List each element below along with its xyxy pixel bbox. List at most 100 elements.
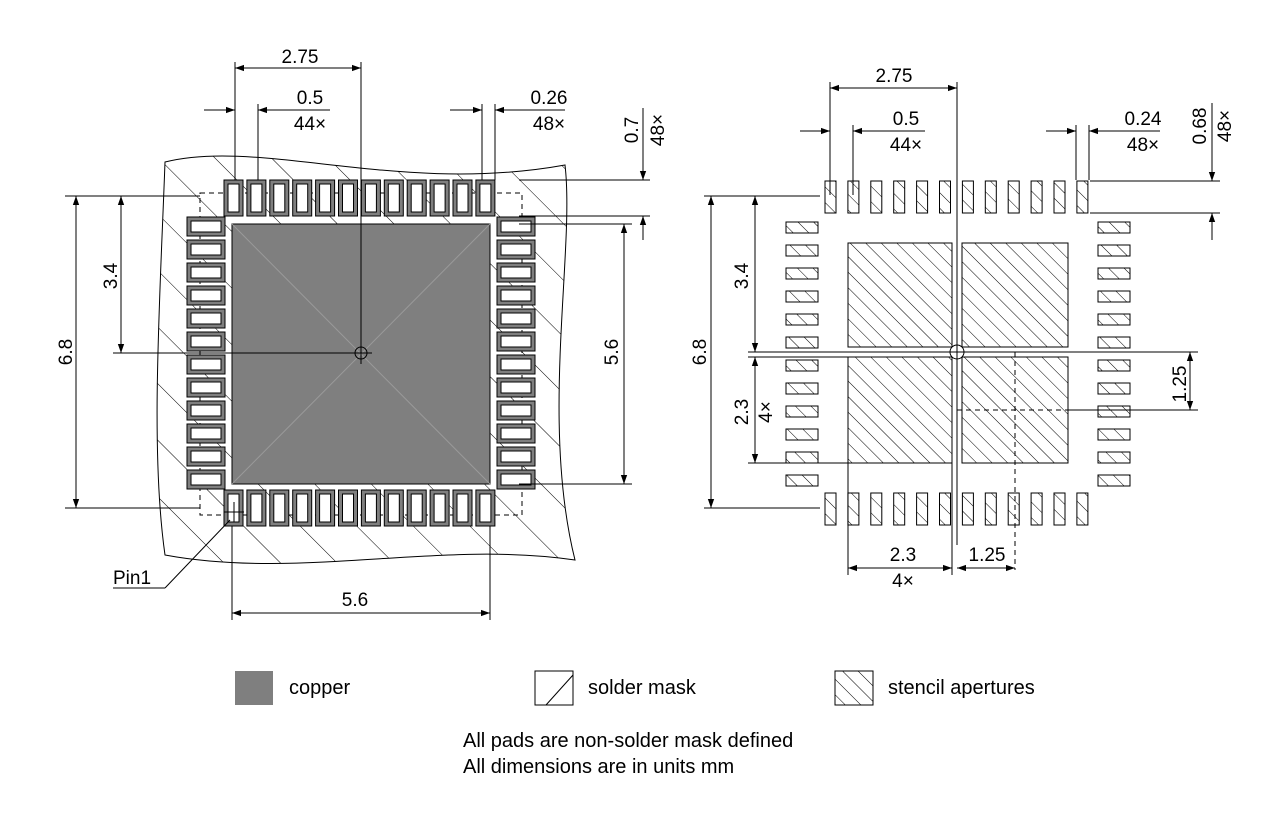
dim-pitch-count: 44×: [294, 114, 326, 135]
right-dimension-lines: [704, 82, 1220, 575]
stencil-pad-bottom: [961, 492, 974, 526]
dim-full-height: 6.8: [690, 339, 711, 365]
legend: copper solder mask stencil apertures: [235, 670, 1035, 706]
dim-half-height: 3.4: [732, 262, 753, 289]
stencil-pad-top: [1076, 180, 1089, 214]
dim-pad-width-count: 48×: [533, 114, 565, 135]
pad-right-inner: [500, 266, 532, 279]
pad-bottom-inner: [387, 493, 400, 523]
dim-top-span: 2.75: [282, 47, 319, 68]
stencil-pad-left: [785, 221, 819, 234]
stencil-pad-bottom: [984, 492, 997, 526]
pad-top-inner: [273, 183, 286, 213]
stencil-pad-bottom: [916, 492, 929, 526]
dim-pad-width-count: 48×: [1127, 135, 1159, 156]
pad-right-inner: [500, 312, 532, 325]
pad-left-inner: [190, 220, 222, 233]
stencil-pad-bottom: [939, 492, 951, 526]
dim-pad-span-horizontal: 5.6: [342, 590, 368, 611]
pad-bottom-inner: [410, 493, 423, 523]
stencil-pads: [785, 180, 1131, 526]
pad-left-inner: [190, 335, 222, 348]
note-line-2: All dimensions are in units mm: [463, 756, 734, 778]
pad-top-inner: [410, 183, 423, 213]
dim-pad-length-count: 48×: [1215, 110, 1236, 142]
stencil-pad-bottom: [824, 492, 837, 526]
stencil-pad-right: [1097, 474, 1131, 487]
pad-bottom-inner: [479, 493, 492, 523]
left-dimension-lines: [65, 62, 650, 620]
dim-aperture-width-count: 4×: [892, 571, 914, 592]
pad-top-inner: [227, 183, 240, 213]
note-line-1: All pads are non-solder mask defined: [463, 730, 793, 752]
pad-right-inner: [500, 220, 532, 233]
pad-left-inner: [190, 358, 222, 371]
pad-left-inner: [190, 289, 222, 302]
pad-left-inner: [190, 427, 222, 440]
pad-right-inner: [500, 289, 532, 302]
dim-aperture-width-value: 2.3: [890, 545, 916, 566]
right-view: 2.75 0.5 44× 0.24 48× 0.68 48× 3.4 6.8 2…: [690, 66, 1236, 592]
stencil-pad-left: [785, 405, 819, 418]
stencil-pad-top: [1007, 180, 1020, 214]
legend-stencil-swatch: [834, 670, 874, 706]
stencil-pad-top: [870, 180, 883, 214]
pin1-leader: [164, 519, 231, 589]
stencil-pad-left: [785, 474, 819, 487]
stencil-pad-right: [1097, 244, 1131, 257]
pad-top-inner: [250, 183, 263, 213]
pad-top-inner: [364, 183, 377, 213]
pad-right-inner: [500, 358, 532, 371]
stencil-pad-left: [785, 313, 819, 326]
pad-right-inner: [500, 335, 532, 348]
dim-pitch-count: 44×: [890, 135, 922, 156]
pad-bottom-inner: [342, 493, 354, 523]
dim-aperture-offset-vertical: 1.25: [1170, 366, 1191, 403]
stencil-pad-right: [1097, 290, 1131, 303]
pad-top-inner: [296, 183, 309, 213]
dim-top-span: 2.75: [876, 66, 913, 87]
stencil-pad-left: [785, 244, 819, 257]
pad-right-inner: [500, 381, 532, 394]
dim-pad-length-value: 0.7: [622, 117, 643, 143]
pad-top-inner: [479, 183, 492, 213]
pad-top-inner: [433, 183, 446, 213]
stencil-pad-bottom: [870, 492, 883, 526]
pad-right-inner: [500, 450, 532, 463]
dim-aperture-height-value: 2.3: [732, 399, 753, 425]
stencil-pad-bottom: [847, 492, 860, 526]
stencil-pad-right: [1097, 267, 1131, 280]
legend-solder-mask-swatch: [534, 670, 574, 706]
pad-left-inner: [190, 450, 222, 463]
dim-pitch-value: 0.5: [297, 88, 323, 109]
stencil-pad-left: [785, 451, 819, 464]
pad-top-inner: [319, 183, 332, 213]
stencil-pad-right: [1097, 382, 1131, 395]
stencil-pad-left: [785, 290, 819, 303]
stencil-pad-top: [984, 180, 997, 214]
pad-right-inner: [500, 404, 532, 417]
pad-bottom-inner: [319, 493, 332, 523]
stencil-pad-right: [1097, 359, 1131, 372]
dim-half-height: 3.4: [101, 262, 122, 289]
legend-stencil-label: stencil apertures: [888, 677, 1035, 699]
dim-pad-width-value: 0.26: [531, 88, 568, 109]
stencil-pad-right: [1097, 313, 1131, 326]
stencil-pad-top: [939, 180, 951, 214]
pad-top-inner: [456, 183, 469, 213]
pad-right-inner: [500, 243, 532, 256]
dim-aperture-offset-horizontal: 1.25: [969, 545, 1006, 566]
dim-pad-width-value: 0.24: [1125, 109, 1162, 130]
stencil-pad-left: [785, 382, 819, 395]
stencil-pad-top: [1030, 180, 1043, 214]
pad-left-inner: [190, 381, 222, 394]
stencil-pad-bottom: [1030, 492, 1043, 526]
pin1-label: Pin1: [113, 568, 151, 589]
pad-bottom-inner: [273, 493, 286, 523]
stencil-pad-top: [1053, 180, 1066, 214]
dim-aperture-height-count: 4×: [756, 401, 777, 423]
stencil-pad-bottom: [893, 492, 906, 526]
legend-copper-swatch: [235, 671, 273, 705]
stencil-pad-bottom: [1076, 492, 1089, 526]
